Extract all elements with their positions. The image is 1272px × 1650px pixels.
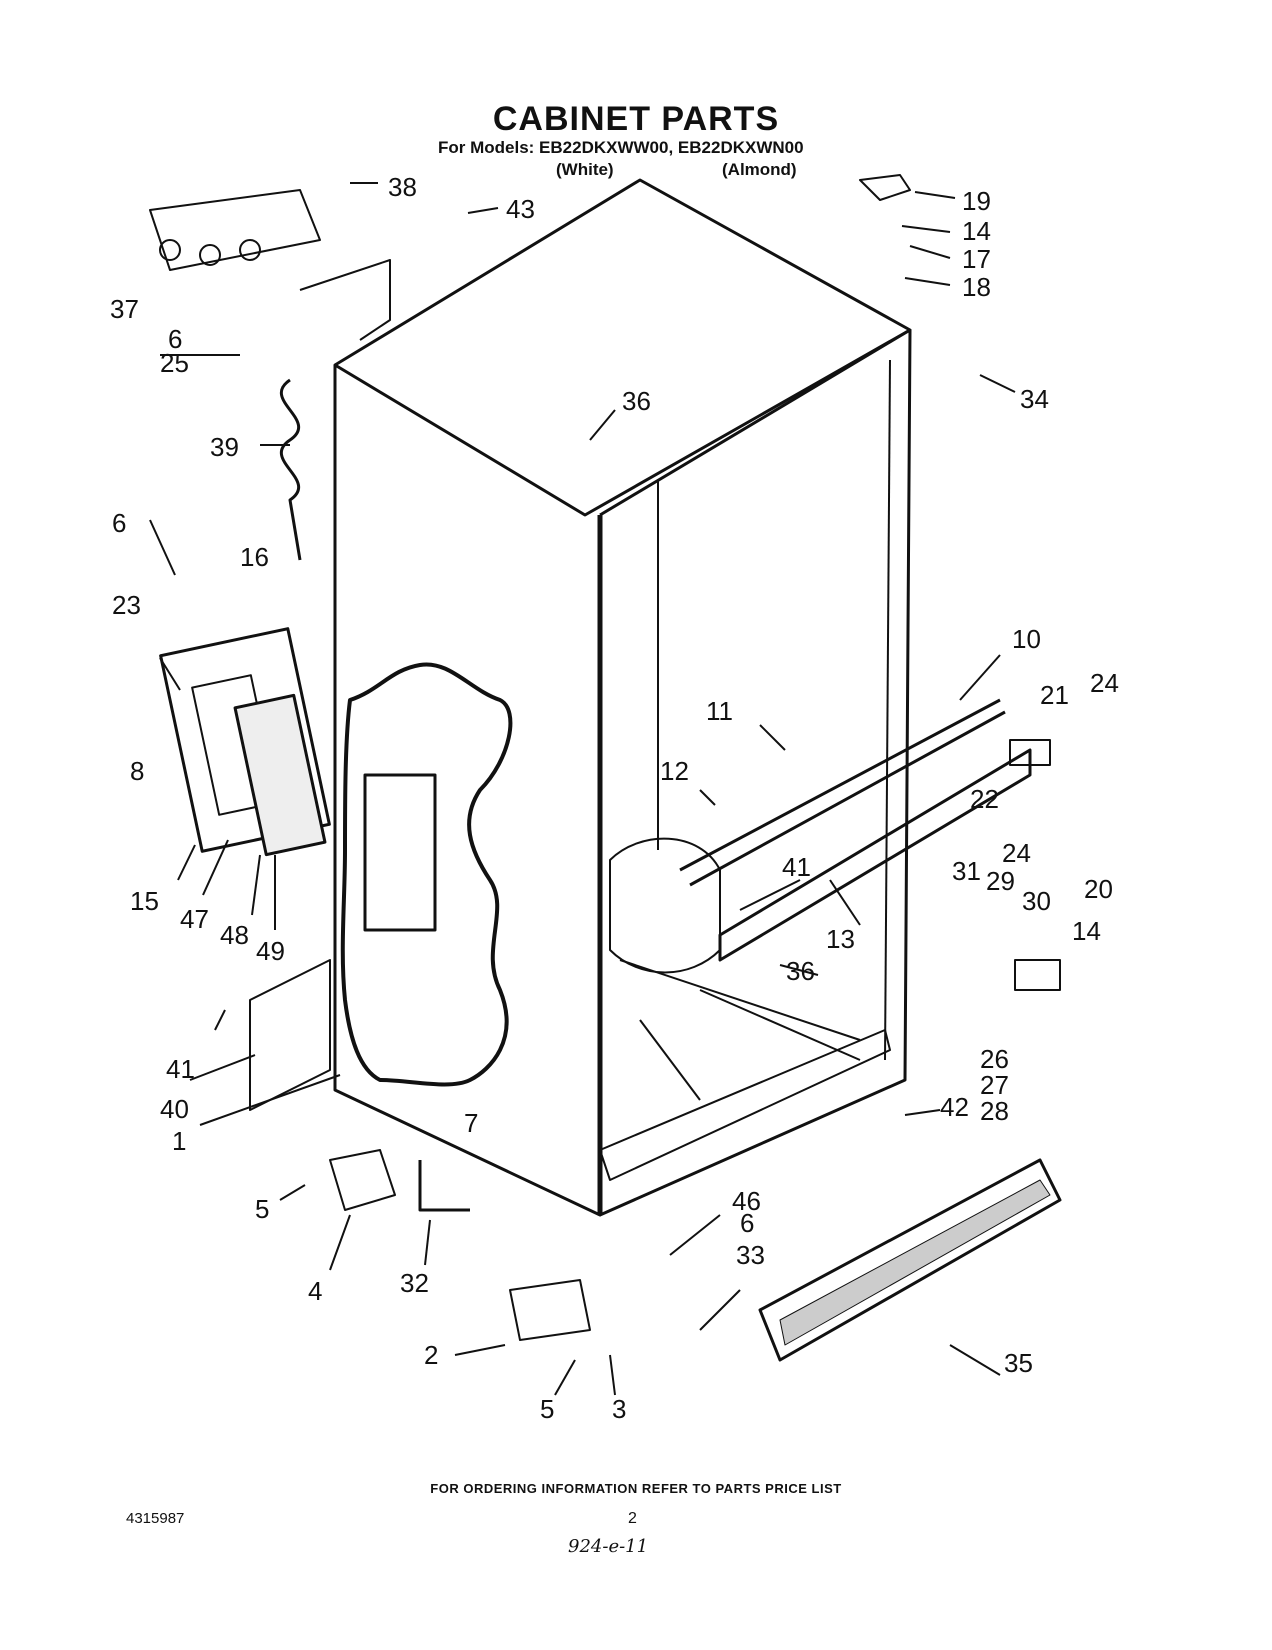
callout-7: 7 <box>464 1108 478 1138</box>
interior-details <box>609 837 861 1101</box>
callout-22: 22 <box>970 784 999 814</box>
page-title: CABINET PARTS <box>492 100 780 138</box>
page-number: 2 <box>628 1510 637 1527</box>
callout-14: 14 <box>1072 916 1101 946</box>
callout-13: 13 <box>826 924 855 954</box>
top-hinge-cover <box>859 174 911 201</box>
callout-49: 49 <box>256 936 285 966</box>
callout-3: 3 <box>612 1394 626 1424</box>
callout-20: 20 <box>1084 874 1113 904</box>
callout-15: 15 <box>130 886 159 916</box>
callout-39: 39 <box>210 432 239 462</box>
callout-41: 41 <box>782 852 811 882</box>
callout-4: 4 <box>308 1276 322 1306</box>
callout-47: 47 <box>180 904 209 934</box>
models-line: For Models: EB22DKXWW00, EB22DKXWN00 <box>438 138 804 157</box>
front-grille <box>758 1158 1062 1362</box>
drawer-rails <box>679 698 1032 962</box>
callout-27: 27 <box>980 1070 1009 1100</box>
callout-12: 12 <box>660 756 689 786</box>
callout-35: 35 <box>1004 1348 1033 1378</box>
cabinet-cutaway-outline <box>340 662 513 1087</box>
callout-36: 36 <box>622 386 651 416</box>
callout-24: 24 <box>1090 668 1119 698</box>
callout-37: 37 <box>110 294 139 324</box>
callout-46: 46 <box>732 1186 761 1216</box>
callout-30: 30 <box>1022 886 1051 916</box>
finish-white-label: (White) <box>556 160 614 179</box>
wire-harness <box>149 189 391 341</box>
callout-6: 6 <box>112 508 126 538</box>
callout-5: 5 <box>255 1194 269 1224</box>
ordering-info: FOR ORDERING INFORMATION REFER TO PARTS … <box>430 1481 842 1496</box>
callout-16: 16 <box>240 542 269 572</box>
callout-36: 36 <box>786 956 815 986</box>
callout-17: 17 <box>962 244 991 274</box>
hinge-bracket <box>1009 739 1051 766</box>
callout-6: 6 <box>168 324 182 354</box>
callout-41: 41 <box>166 1054 195 1084</box>
callout-26: 26 <box>980 1044 1009 1074</box>
callout-14: 14 <box>962 216 991 246</box>
callout-24: 24 <box>1002 838 1031 868</box>
callout-labels: 38 43 37 6 25 39 36 19 14 17 18 34 6 16 … <box>110 172 1119 1424</box>
rear-vent-panel <box>249 959 331 1111</box>
handwritten-note: 924-e-11 <box>568 1536 649 1557</box>
callout-1: 1 <box>172 1126 186 1156</box>
roller-assembly <box>509 1279 591 1341</box>
callout-6: 6 <box>740 1208 754 1238</box>
callout-21: 21 <box>1040 680 1069 710</box>
finish-almond-label: (Almond) <box>722 160 797 179</box>
callout-18: 18 <box>962 272 991 302</box>
cabinet-shell <box>333 178 912 1217</box>
callout-11: 11 <box>706 696 733 726</box>
callout-8: 8 <box>130 756 144 786</box>
callout-33: 33 <box>736 1240 765 1270</box>
callout-32: 32 <box>400 1268 429 1298</box>
callout-leaders <box>149 182 1016 1396</box>
callout-2: 2 <box>424 1340 438 1370</box>
drain-tube <box>418 1160 470 1212</box>
callout-19: 19 <box>962 186 991 216</box>
callout-5: 5 <box>540 1394 554 1424</box>
lower-hinge <box>1014 959 1061 991</box>
leveling-roller <box>329 1149 396 1211</box>
callout-25: 25 <box>160 348 189 378</box>
callout-23: 23 <box>112 590 141 620</box>
callout-31: 31 <box>952 856 981 886</box>
callout-48: 48 <box>220 920 249 950</box>
callout-40: 40 <box>160 1094 189 1124</box>
callout-29: 29 <box>986 866 1015 896</box>
power-cord <box>280 378 302 561</box>
callout-43: 43 <box>506 194 535 224</box>
callout-34: 34 <box>1020 384 1049 414</box>
callout-38: 38 <box>388 172 417 202</box>
filter-pad <box>233 693 327 857</box>
callout-42: 42 <box>940 1092 969 1122</box>
callout-28: 28 <box>980 1096 1009 1126</box>
callout-10: 10 <box>1012 624 1041 654</box>
document-part-number: 4315987 <box>126 1510 185 1527</box>
